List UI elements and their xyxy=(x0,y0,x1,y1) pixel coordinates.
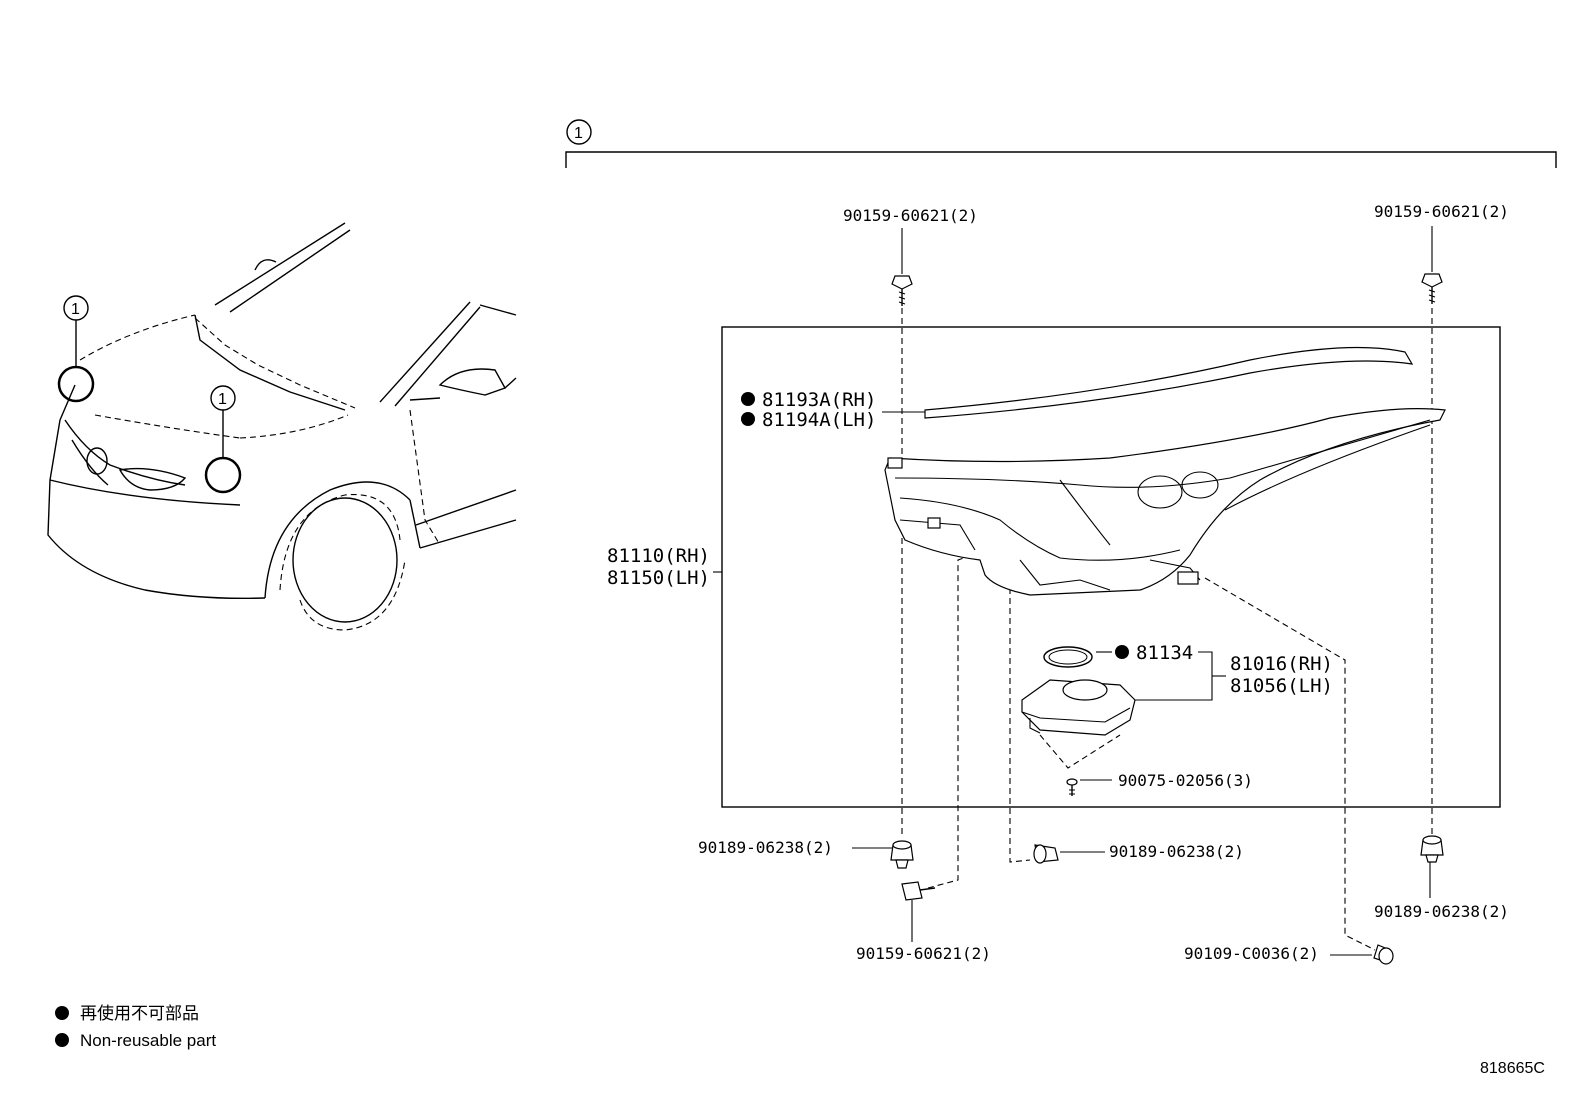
screw-icon xyxy=(1066,778,1078,796)
label-lamp-lh: 81150(LH) xyxy=(607,567,710,589)
label-screw: 90075-02056(3) xyxy=(1118,771,1253,790)
headlamp-location-circle-left xyxy=(204,456,242,494)
label-bolt-top-left: 90159-60621(2) xyxy=(843,206,978,225)
label-computer-rh: 81016(RH) xyxy=(1230,653,1333,675)
label-bolt-top-right: 90159-60621(2) xyxy=(1374,202,1509,221)
label-gasket-rh: 81193A(RH) xyxy=(762,389,876,411)
assembly-dashed-paths xyxy=(901,308,1433,951)
nut-right-icon xyxy=(1420,835,1444,863)
legend: 再使用不可部品 Non-reusable part xyxy=(55,1003,216,1050)
label-lamp-rh: 81110(RH) xyxy=(607,545,710,567)
legend-dot-jp xyxy=(55,1006,69,1020)
label-computer-lh: 81056(LH) xyxy=(1230,675,1333,697)
bolt-bottom-icon xyxy=(901,881,936,901)
label-gasket-lh: 81194A(LH) xyxy=(762,409,876,431)
label-bolt-bottom-right: 90109-C0036(2) xyxy=(1184,944,1319,963)
bolt-top-right-icon xyxy=(1421,273,1443,304)
legend-text-jp: 再使用不可部品 xyxy=(80,1003,199,1023)
oring-part xyxy=(1043,646,1093,668)
nut-left-icon xyxy=(890,840,914,869)
headlamp-location-circle-right xyxy=(57,365,95,403)
label-nut-left: 90189-06238(2) xyxy=(698,838,833,857)
figure-reference-number: 818665C xyxy=(1480,1060,1545,1077)
legend-text-en: Non-reusable part xyxy=(80,1031,216,1050)
non-reusable-dot-gasket-lh xyxy=(741,412,755,426)
label-oring: 81134 xyxy=(1136,642,1193,664)
headlamp-computer xyxy=(1021,679,1136,736)
nut-center-icon xyxy=(1033,844,1059,864)
car-front-illustration: 1 1 xyxy=(47,222,517,631)
bolt-bottom-right-icon xyxy=(1373,944,1394,965)
label-bolt-bottom: 90159-60621(2) xyxy=(856,944,991,963)
label-nut-center: 90189-06238(2) xyxy=(1109,842,1244,861)
assembly-bracket: 1 xyxy=(565,119,1557,168)
label-nut-right: 90189-06238(2) xyxy=(1374,902,1509,921)
part-labels: 90159-60621(2) 90159-60621(2) 81193A(RH)… xyxy=(607,202,1509,963)
car-callout-2-text: 1 xyxy=(218,391,227,408)
leader-lines xyxy=(713,226,1433,956)
bolt-top-left-icon xyxy=(891,275,913,306)
car-callout-1-text: 1 xyxy=(71,301,80,318)
legend-dot-en xyxy=(55,1033,69,1047)
non-reusable-dot-oring xyxy=(1115,645,1129,659)
headlamp-unit xyxy=(884,346,1446,596)
lamp-assembly-box xyxy=(721,326,1501,808)
non-reusable-dot-gasket-rh xyxy=(741,392,755,406)
assembly-callout-text: 1 xyxy=(574,125,583,142)
fasteners xyxy=(890,273,1444,965)
